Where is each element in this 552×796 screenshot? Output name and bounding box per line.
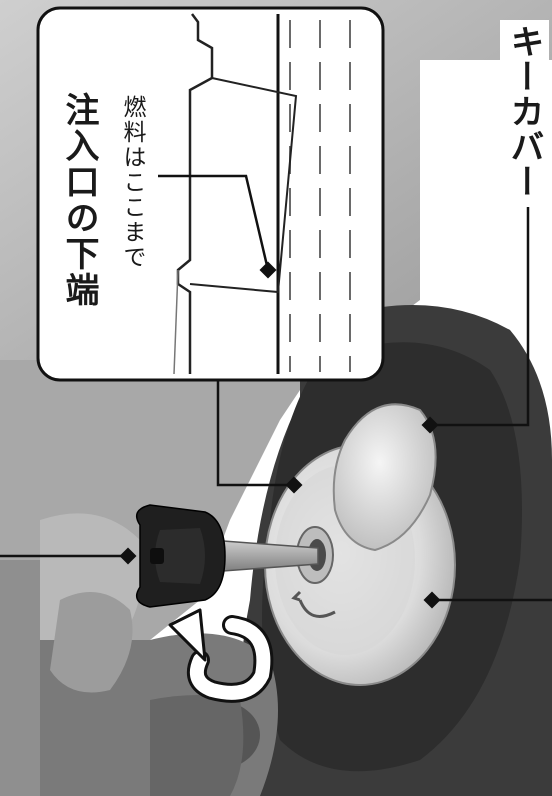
turn-arrow-icon — [168, 608, 274, 703]
key-cover-label: キーカバー — [500, 20, 549, 207]
key-cover — [332, 403, 437, 552]
inset-title: 注入口の下端 — [59, 92, 99, 308]
key — [135, 504, 319, 608]
callout-leaders — [0, 176, 552, 609]
inset-panel — [36, 6, 385, 382]
inset-note: 燃料はここまで — [119, 95, 145, 270]
